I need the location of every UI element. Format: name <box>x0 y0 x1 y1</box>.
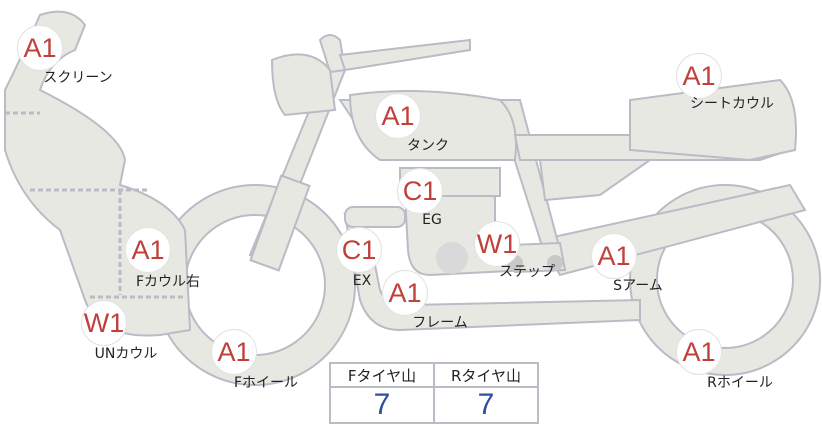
label-frame: フレーム <box>412 315 468 331</box>
handlebar-grip <box>338 38 471 72</box>
exhaust <box>344 206 406 228</box>
label-rear-wheel: Rホイール <box>707 375 773 391</box>
label-seat-cowl: シートカウル <box>690 96 774 112</box>
seat-cowl <box>629 78 797 162</box>
label-front-wheel: Fホイール <box>233 375 299 391</box>
label-engine: EG <box>422 212 442 228</box>
rear-fender <box>538 159 654 202</box>
tire-tread-table: Fタイヤ山 Rタイヤ山 7 7 <box>329 362 539 424</box>
grade-badge-engine[interactable]: C1 <box>397 168 443 214</box>
label-exhaust: EX <box>352 273 372 289</box>
step-peg-right <box>547 255 563 271</box>
front-tire-value: 7 <box>329 386 435 424</box>
label-step: ステップ <box>499 264 555 280</box>
engine-bolt <box>436 242 468 274</box>
label-swingarm: Sアーム <box>613 278 663 294</box>
grade-badge-screen[interactable]: A1 <box>17 25 63 71</box>
label-tank: タンク <box>407 138 449 154</box>
label-screen: スクリーン <box>43 70 113 86</box>
grade-badge-step[interactable]: W1 <box>474 221 520 267</box>
rear-tire-header: Rタイヤ山 <box>433 362 539 388</box>
rear-tire-value: 7 <box>433 386 539 424</box>
rear-swingarm <box>538 183 807 277</box>
grade-badge-tank[interactable]: A1 <box>375 93 421 139</box>
fork-tube <box>249 174 311 272</box>
grade-badge-front-cowl-right[interactable]: A1 <box>125 227 171 273</box>
label-front-cowl-right: Fカウル右 <box>135 274 201 290</box>
grade-badge-exhaust[interactable]: C1 <box>336 227 382 273</box>
headlight <box>270 53 337 117</box>
grade-badge-under-cowl[interactable]: W1 <box>81 300 127 346</box>
grade-badge-swingarm[interactable]: A1 <box>591 233 637 279</box>
grade-badge-rear-wheel[interactable]: A1 <box>676 329 722 375</box>
grade-badge-frame[interactable]: A1 <box>382 270 428 316</box>
front-tire-header: Fタイヤ山 <box>329 362 435 388</box>
grade-badge-seat-cowl[interactable]: A1 <box>676 53 722 99</box>
grade-badge-front-wheel[interactable]: A1 <box>211 329 257 375</box>
label-under-cowl: UNカウル <box>94 346 158 362</box>
